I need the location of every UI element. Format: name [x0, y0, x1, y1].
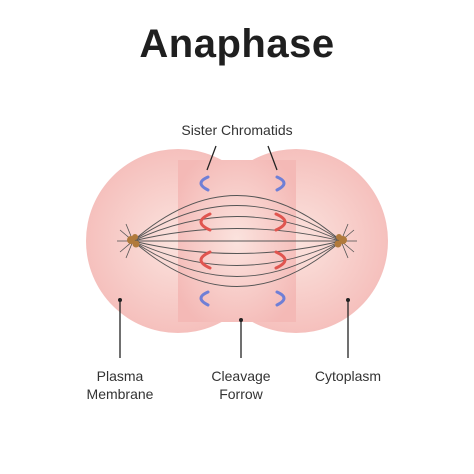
- pointer-lines: [119, 145, 349, 358]
- chromatid-blue-top-left: [199, 175, 210, 192]
- chromatid-red-right-2: [274, 250, 287, 270]
- chromatid-blue-bottom-left: [199, 290, 210, 307]
- centrosome-right: [334, 234, 347, 248]
- centrosome-left: [127, 234, 140, 248]
- chromatid-red-left-1: [199, 212, 212, 232]
- chromatids-left: [199, 175, 212, 307]
- label-cleavage-furrow: Cleavage Forrow: [211, 368, 271, 402]
- spindle-fibers: [132, 195, 342, 287]
- chromatid-blue-top-right: [275, 175, 286, 192]
- pointer-sister-right: [267, 145, 278, 171]
- chromatids-right: [274, 175, 287, 307]
- chromatid-blue-bottom-right: [275, 290, 286, 307]
- page-title: Anaphase: [139, 22, 335, 66]
- pointer-dots: [118, 298, 350, 322]
- label-plasma-membrane: Plasma Membrane: [86, 368, 154, 402]
- label-cytoplasm: Cytoplasm: [314, 368, 382, 384]
- chromatid-red-left-2: [199, 250, 212, 270]
- pointer-sister-left: [206, 145, 217, 171]
- label-sister-chromatids: Sister Chromatids: [181, 122, 293, 138]
- chromatid-red-right-1: [274, 212, 287, 232]
